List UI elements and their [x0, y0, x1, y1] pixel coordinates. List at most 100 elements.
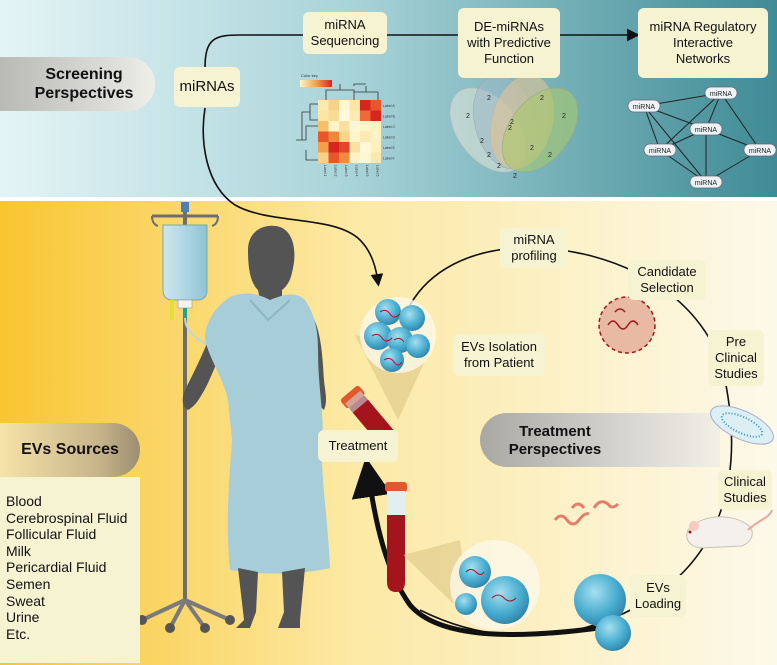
network-node-label: miRNA — [633, 104, 655, 111]
source-item: Milk — [6, 542, 31, 559]
source-item: Sweat — [6, 592, 45, 609]
source-item: Etc. — [6, 625, 31, 642]
heatmap-cell — [360, 152, 371, 163]
heatmap-row-label: Label C — [383, 125, 396, 129]
sources-pill — [0, 423, 140, 477]
de-mirnas-label: DE-miRNAs with Predictive Function — [458, 8, 560, 78]
sequencing-label: miRNA Sequencing — [303, 12, 387, 54]
heatmap-cell — [360, 121, 371, 132]
treatment-pill — [480, 413, 720, 467]
heatmap-cell — [328, 142, 339, 153]
heatmap-cell — [318, 142, 329, 153]
network-node — [627, 99, 661, 113]
source-item: Follicular Fluid — [6, 526, 97, 543]
heatmap-cell — [360, 142, 371, 153]
venn-set-4 — [501, 87, 579, 173]
candidate-vesicle — [598, 296, 656, 354]
heatmap-cell — [318, 131, 329, 142]
source-item: Pericardial Fluid — [6, 559, 107, 576]
network-node — [743, 143, 777, 157]
heatmap-cell — [328, 121, 339, 132]
networks-label: miRNA Regulatory Interactive Networks — [638, 8, 768, 78]
heatmap-cell — [370, 152, 381, 163]
blood-tube-large — [385, 482, 407, 592]
venn-count: 2 — [466, 113, 470, 120]
venn-count: 2 — [487, 152, 491, 159]
network-node — [643, 143, 677, 157]
heatmap-cell — [349, 100, 360, 111]
heatmap-col-label: Label 1 — [323, 165, 327, 177]
network-node — [689, 122, 723, 136]
network-node — [704, 86, 738, 100]
network-edge — [720, 92, 761, 151]
heatmap-cell — [328, 110, 339, 121]
source-item: Blood — [6, 493, 42, 509]
heatmap-col-label: Label 6 — [376, 165, 380, 177]
vesicle-cluster-upper — [360, 297, 436, 373]
patient-head — [248, 225, 295, 300]
patient-figure — [182, 225, 330, 628]
return-arrow — [351, 457, 621, 637]
network-edge — [659, 92, 722, 151]
venn-count: 2 — [562, 113, 566, 120]
sources-title: EVs Sources — [21, 441, 119, 458]
isolation-label: EVs Isolation from Patient — [453, 334, 545, 376]
heatmap-col-label: Label 2 — [334, 165, 338, 177]
heatmap-cell — [339, 100, 350, 111]
heatmap-row-label: Label D — [383, 136, 396, 140]
heatmap-cell — [339, 131, 350, 142]
heatmap-cell — [360, 131, 371, 142]
heatmap-row-label: Label B — [383, 115, 396, 119]
heatmap-cell — [349, 110, 360, 121]
heatmap-cell — [370, 100, 381, 111]
venn-count: 2 — [510, 119, 514, 126]
clinical-label: Clinical Studies — [718, 470, 772, 510]
heatmap-color-key — [300, 80, 332, 87]
heatmap-cell — [360, 110, 371, 121]
candidate-label: Candidate Selection — [628, 260, 706, 300]
venn-count: 2 — [548, 152, 552, 159]
venn-count: 2 — [513, 173, 517, 180]
panel-divider — [0, 197, 777, 201]
heatmap-cell — [339, 110, 350, 121]
treatment-title: Treatment Perspectives — [508, 423, 602, 458]
down-flow-arrow — [202, 107, 384, 287]
network-node — [689, 175, 723, 189]
heatmap-col-label: Label 3 — [344, 165, 348, 177]
heatmap-cell — [370, 121, 381, 132]
patient-legs — [236, 568, 305, 628]
network-node-label: miRNA — [695, 180, 717, 187]
heatmap-cell — [339, 142, 350, 153]
petri-dish — [710, 405, 774, 445]
heatmap-col-label: Label 5 — [365, 165, 369, 177]
loaded-vesicles — [553, 500, 631, 651]
heatmap-cell — [339, 152, 350, 163]
heatmap-cell — [370, 110, 381, 121]
network-node-label: miRNA — [649, 148, 671, 155]
heatmap-cell — [318, 121, 329, 132]
venn-count: 2 — [530, 145, 534, 152]
heatmap-cell — [318, 110, 329, 121]
vesicle-cluster-lower — [450, 540, 540, 630]
screening-title: Screening Perspectives — [34, 66, 134, 102]
preclinical-label: Pre Clinical Studies — [708, 330, 764, 386]
loading-label: EVs Loading — [630, 575, 686, 617]
sources-list: Blood Cerebrospinal Fluid Follicular Flu… — [0, 477, 140, 663]
venn-count: 2 — [487, 95, 491, 102]
heatmap-cell — [328, 152, 339, 163]
heatmap-col-label: Label 4 — [355, 165, 359, 177]
iv-bag — [162, 224, 208, 301]
heatmap-cell — [349, 142, 360, 153]
venn-count: 2 — [480, 138, 484, 145]
heatmap-cell — [349, 131, 360, 142]
venn-count: 2 — [540, 95, 544, 102]
heatmap-cell — [328, 131, 339, 142]
heatmap-cell — [328, 100, 339, 111]
mouse — [686, 509, 773, 549]
mirnas-label: miRNAs — [174, 67, 240, 107]
network-node-label: miRNA — [710, 91, 732, 98]
heatmap-key-label: Color key — [301, 73, 318, 78]
